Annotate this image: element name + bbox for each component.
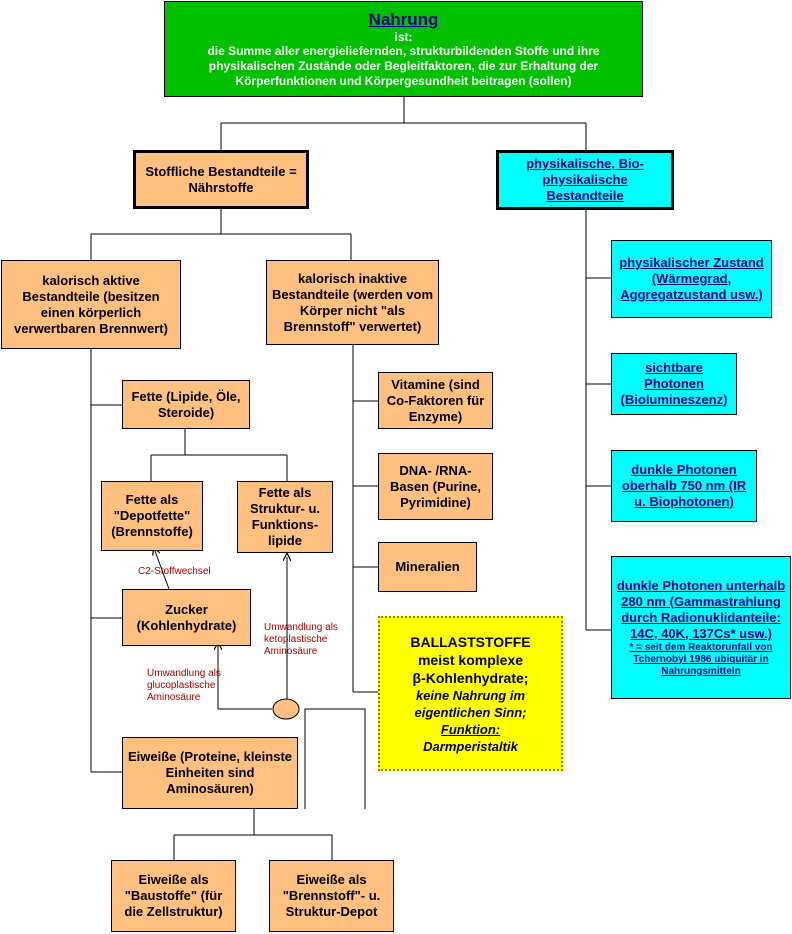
- sichtbare-label: sichtbare Photonen (Biolumineszenz): [620, 360, 728, 407]
- fette-label: Fette (Lipide, Öle, Steroide): [131, 388, 241, 420]
- ballaststoffe-box: BALLASTSTOFFE meist komplexe β-Kohlenhyd…: [378, 616, 563, 771]
- fette-struktur-label: Fette als Struktur- u. Funktions-lipide: [249, 485, 321, 548]
- fette-struktur-box: Fette als Struktur- u. Funktions-lipide: [237, 481, 333, 553]
- eiweisse-box: Eiweiße (Proteine, kleinste Einheiten si…: [122, 737, 298, 809]
- fette-depot-label: Fette als "Depotfette" (Brennstoffe): [111, 492, 193, 539]
- title-ist: ist:: [394, 29, 413, 44]
- label-c2: C2-Stoffwechsel: [138, 566, 211, 577]
- vitamine-label: Vitamine (sind Co-Faktoren für Enzyme): [386, 376, 485, 424]
- phys-zustand-box: physikalischer Zustand (Wärmegrad, Aggre…: [611, 240, 772, 318]
- title-box: Nahrung ist: die Summe aller energielief…: [164, 1, 643, 97]
- mineralien-label: Mineralien: [395, 559, 460, 574]
- kal-aktiv-box: kalorisch aktive Bestandteile (besitzen …: [1, 260, 181, 349]
- eiweisse-bau-label: Eiweiße als "Baustoffe" (für die Zellstr…: [124, 872, 223, 919]
- fette-depot-box: Fette als "Depotfette" (Brennstoffe): [101, 481, 203, 551]
- dunkle280-main: dunkle Photonen unterhalb 280 nm (Gammas…: [616, 577, 786, 625]
- phys-zustand-label: physikalischer Zustand (Wärmegrad, Aggre…: [619, 255, 764, 302]
- dna-box: DNA- /RNA-Basen (Purine, Pyrimidine): [378, 453, 493, 520]
- stoffliche-box: Stoffliche Bestandteile = Nährstoffe: [133, 150, 309, 209]
- fette-box: Fette (Lipide, Öle, Steroide): [122, 380, 250, 429]
- kal-inaktiv-label: kalorisch inaktive Bestandteile (werden …: [271, 270, 434, 334]
- dunkle280-box: dunkle Photonen unterhalb 280 nm (Gammas…: [611, 556, 791, 699]
- ballast-line4: keine Nahrung im eigentlichen Sinn;: [414, 687, 527, 720]
- kal-aktiv-label: kalorisch aktive Bestandteile (besitzen …: [14, 272, 168, 336]
- eiweisse-brenn-box: Eiweiße als "Brennstoff"- u. Struktur-De…: [269, 860, 394, 932]
- ballast-line6: Darmperistaltik: [423, 738, 518, 754]
- dunkle280-isotopes: 14C, 40K, 137Cs* usw.): [630, 625, 772, 641]
- mineralien-box: Mineralien: [378, 542, 477, 592]
- physikalisch-box: physikalische, Bio-physikalische Bestand…: [496, 150, 674, 210]
- ballast-line1: BALLASTSTOFFE: [410, 633, 531, 650]
- dna-label: DNA- /RNA-Basen (Purine, Pyrimidine): [389, 462, 482, 510]
- label-gluco: Umwandlung als glucoplastische Aminosäur…: [147, 668, 221, 703]
- dunkle280-note: * = seit dem Reaktorunfall von Tchernoby…: [629, 641, 773, 677]
- title-definition: die Summe aller energieliefernden, struk…: [207, 43, 600, 88]
- eiweisse-label: Eiweiße (Proteine, kleinste Einheiten si…: [128, 749, 292, 796]
- physikalisch-label: physikalische, Bio-physikalische Bestand…: [526, 156, 644, 203]
- label-keto: Umwandlung als ketoplastische Aminosäure: [264, 622, 338, 657]
- stoffliche-label: Stoffliche Bestandteile = Nährstoffe: [145, 163, 297, 195]
- dunkle750-box: dunkle Photonen oberhalb 750 nm (IR u. B…: [611, 450, 757, 522]
- ballast-line5: Funktion:: [440, 721, 501, 737]
- vitamine-box: Vitamine (sind Co-Faktoren für Enzyme): [378, 372, 493, 429]
- eiweisse-bau-box: Eiweiße als "Baustoffe" (für die Zellstr…: [111, 860, 236, 932]
- title-heading: Nahrung: [368, 9, 439, 29]
- zucker-box: Zucker (Kohlenhydrate): [122, 589, 251, 646]
- dunkle750-label: dunkle Photonen oberhalb 750 nm (IR u. B…: [621, 462, 747, 509]
- zucker-label: Zucker (Kohlenhydrate): [136, 601, 237, 633]
- kal-inaktiv-box: kalorisch inaktive Bestandteile (werden …: [266, 260, 439, 345]
- ballast-line2: meist komplexe: [417, 651, 524, 668]
- sichtbare-box: sichtbare Photonen (Biolumineszenz): [611, 353, 737, 415]
- eiweisse-brenn-label: Eiweiße als "Brennstoff"- u. Struktur-De…: [282, 872, 381, 919]
- ballast-line3: β-Kohlenhydrate;: [412, 669, 529, 686]
